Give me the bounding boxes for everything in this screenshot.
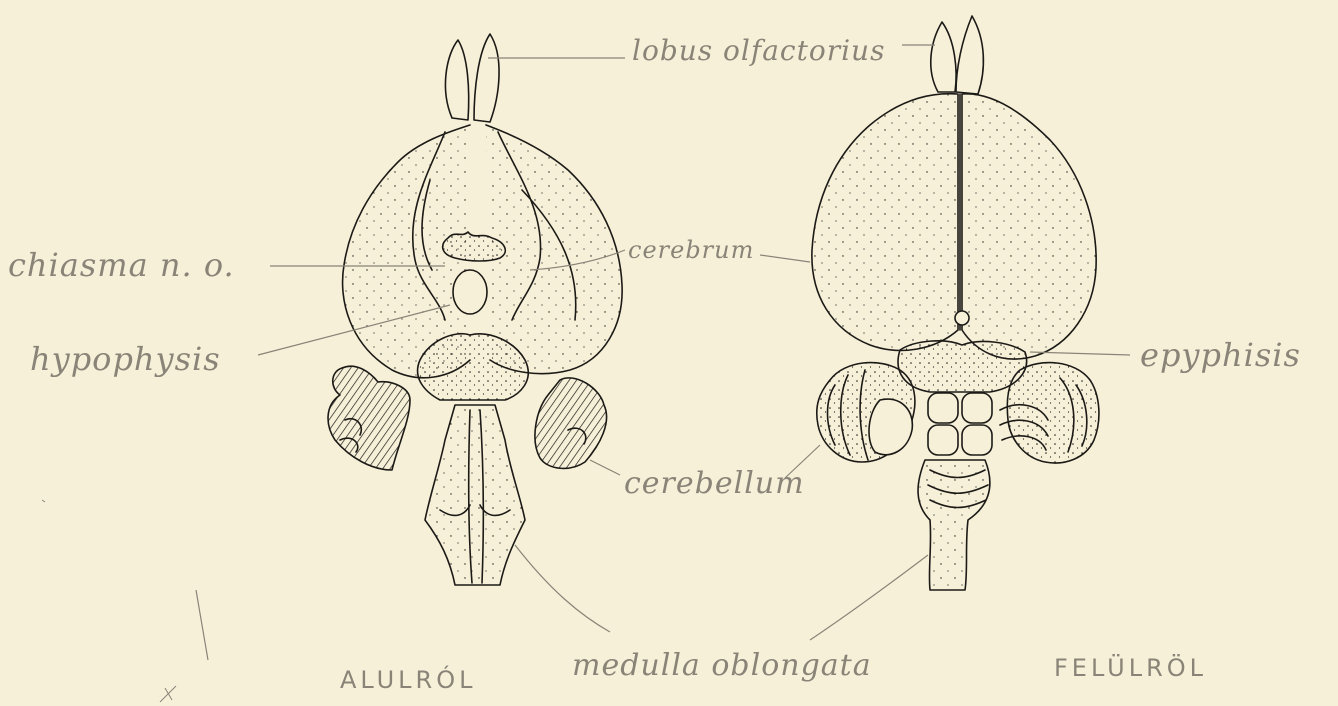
- label-hypophysis: hypophysis: [30, 340, 221, 378]
- ventral-brain: [328, 34, 622, 585]
- ventral-right-hemisphere: [486, 125, 622, 374]
- dorsal-corpora-quadrigemina: [928, 393, 992, 455]
- label-medulla-oblongata: medulla oblongata: [572, 648, 872, 683]
- label-cerebellum: cerebellum: [624, 466, 805, 501]
- ventral-hypophysis-shape: [453, 270, 487, 314]
- label-chiasma: chiasma n. o.: [8, 246, 235, 284]
- ventral-cerebellum-right: [535, 378, 607, 469]
- dorsal-cerebellum-left: [817, 363, 915, 462]
- caption-dorsal-view: FELÜLRÖL: [1054, 654, 1207, 682]
- dorsal-left-hemisphere: [812, 94, 958, 351]
- ventral-cerebellum-left: [328, 366, 410, 470]
- ventral-olfactory-lobes: [445, 34, 499, 122]
- caption-ventral-view: ALULRÓL: [340, 666, 476, 694]
- dorsal-brain: [812, 16, 1099, 590]
- dorsal-cerebellum-right: [1000, 363, 1099, 463]
- dorsal-right-hemisphere: [962, 94, 1096, 359]
- dorsal-medulla: [918, 460, 990, 590]
- label-cerebrum: cerebrum: [628, 236, 754, 264]
- label-epyphisis: epyphisis: [1140, 336, 1301, 374]
- dorsal-epiphysis-shape: [955, 311, 969, 325]
- ventral-medulla: [425, 405, 525, 585]
- dorsal-olfactory-lobes: [931, 16, 984, 94]
- label-lobus-olfactorius: lobus olfactorius: [632, 34, 885, 67]
